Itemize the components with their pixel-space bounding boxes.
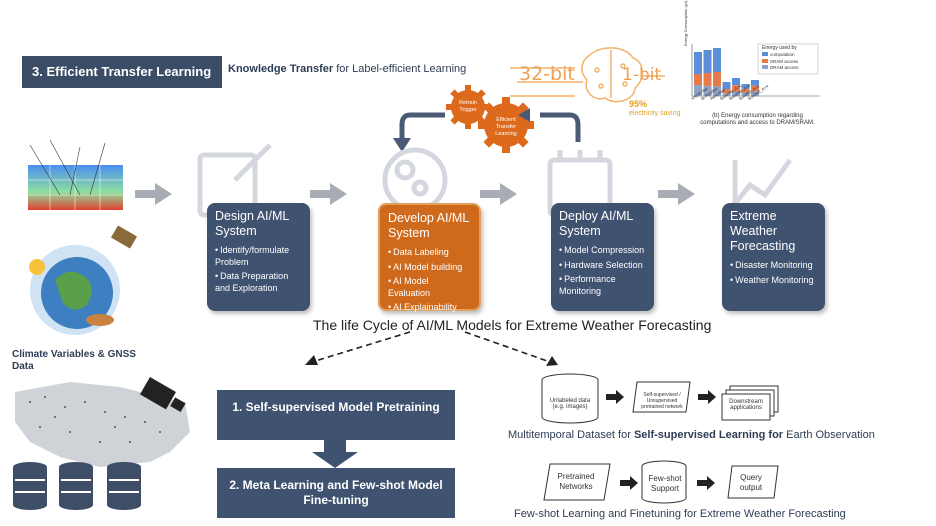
bit-1-label: 1-bit xyxy=(622,65,662,85)
saving-label: electricity saving xyxy=(629,110,681,117)
energy-bar-segment xyxy=(751,85,759,92)
energy-ylabel: Energy Consumption (μJ) xyxy=(683,0,688,46)
stage-item: Disaster Monitoring xyxy=(730,260,817,272)
stage-forecasting: Extreme Weather Forecasting Disaster Mon… xyxy=(722,203,825,311)
ssl-flow-diagram xyxy=(541,373,779,424)
stage-design: Design AI/ML System Identify/formulate P… xyxy=(207,203,310,311)
bit-32-label: 32-bit xyxy=(519,63,575,85)
lifecycle-title: The life Cycle of AI/ML Models for Extre… xyxy=(313,317,712,333)
climate-label: Climate Variables & GNSS Data xyxy=(12,349,136,372)
stage-item: AI Model building xyxy=(388,262,471,274)
energy-bar-segment xyxy=(751,80,759,86)
stage-flow-arrows xyxy=(135,183,695,205)
stage-item: Hardware Selection xyxy=(559,260,646,272)
energy-bar-segment xyxy=(694,52,702,74)
subtitle-bold: Knowledge Transfer xyxy=(228,63,334,75)
energy-bar-segment xyxy=(703,50,712,73)
earth-satellite-illustration xyxy=(29,225,138,335)
energy-bar-segment xyxy=(732,91,740,96)
energy-bar-segment xyxy=(722,82,731,89)
energy-legend: computation SRAM access DRAM access xyxy=(762,52,799,72)
energy-bar-segment xyxy=(741,92,750,96)
energy-bar-segment xyxy=(722,89,731,94)
ssl-caption-post: Earth Observation xyxy=(783,429,875,441)
energy-bar-segment xyxy=(713,72,721,87)
gear-transfer-label: Efficient Transfer Learning xyxy=(495,117,517,137)
energy-bar-segment xyxy=(703,85,712,96)
energy-bar-segment xyxy=(732,85,740,92)
energy-bar-segment xyxy=(722,93,731,96)
stage-develop: Develop AI/ML System Data Labeling AI Mo… xyxy=(378,203,481,314)
map-databases-illustration xyxy=(13,377,190,510)
energy-bar-segment xyxy=(694,85,702,96)
ssl-pretrained-network: Self-supervised / Unsupervised pretraine… xyxy=(641,392,683,410)
energy-bar-segment xyxy=(732,78,740,86)
energy-bar-segment xyxy=(713,48,721,72)
ssl-caption-bold: Self-supervised Learning for xyxy=(633,429,784,441)
legend-dram: DRAM access xyxy=(762,65,799,72)
step-pretraining: 1. Self-supervised Model Pretraining xyxy=(217,390,455,440)
stage-item: AI Model Evaluation xyxy=(388,276,471,299)
stage-design-title: Design AI/ML System xyxy=(215,209,289,238)
legend-sram: SRAM access xyxy=(762,58,799,66)
energy-bar-segment xyxy=(694,74,702,85)
stage-item: Identify/formulate Problem xyxy=(215,245,302,268)
section-title: 3. Efficient Transfer Learning xyxy=(22,56,222,88)
stage-item: Data Labeling xyxy=(388,247,471,259)
energy-bar-segment xyxy=(751,91,759,96)
stage-develop-title: Develop AI/ML System xyxy=(388,211,469,240)
fewshot-caption: Few-shot Learning and Finetuning for Ext… xyxy=(514,508,846,520)
stage-item: AI Explainability xyxy=(388,302,471,314)
ssl-downstream: Downstream applications xyxy=(729,399,763,411)
energy-bar-segment xyxy=(713,86,721,96)
ssl-caption-pre: Multitemporal Dataset for xyxy=(508,429,634,441)
feedback-arrows xyxy=(393,108,581,152)
knowledge-transfer-subtitle: Knowledge Transfer for Label-efficient L… xyxy=(228,63,466,75)
fewshot-support: Few-shot Support xyxy=(648,474,682,493)
stage-deploy: Deploy AI/ML System Model Compression Ha… xyxy=(551,203,654,311)
energy-chart xyxy=(691,43,820,97)
dashed-arrows xyxy=(305,331,558,366)
stage-deploy-title: Deploy AI/ML System xyxy=(559,209,633,238)
gnss-grid-illustration xyxy=(28,139,123,210)
subtitle-rest: for Label-efficient Learning xyxy=(333,63,467,75)
step-arrow xyxy=(312,440,358,468)
step-finetuning: 2. Meta Learning and Few-shot Model Fine… xyxy=(217,468,455,518)
stage-item: Performance Monitoring xyxy=(559,274,646,297)
brain-bit-illustration xyxy=(510,47,665,103)
gears-illustration xyxy=(446,85,534,153)
stage-item: Model Compression xyxy=(559,245,646,257)
stage-item: Data Preparation and Exploration xyxy=(215,271,302,294)
ssl-unlabeled-data: Unlabeled data (e.g. images) xyxy=(549,398,591,410)
fewshot-pretrained: Pretrained Networks xyxy=(557,472,595,491)
legend-computation: computation xyxy=(762,52,799,59)
energy-legend-title: Energy used by xyxy=(762,45,797,51)
energy-bar-segment xyxy=(741,88,750,93)
energy-bar-segment xyxy=(703,73,712,86)
fewshot-flow-diagram xyxy=(543,460,779,504)
energy-bar-segment xyxy=(741,84,750,89)
gear-retrain-label: Retrain Trigger xyxy=(459,100,477,113)
stage-forecasting-title: Extreme Weather Forecasting xyxy=(730,209,796,253)
fewshot-query: Query output xyxy=(739,473,763,492)
percent-saving: 95% xyxy=(629,99,648,109)
stage-item: Weather Monitoring xyxy=(730,275,817,287)
ssl-caption: Multitemporal Dataset for Self-supervise… xyxy=(508,429,875,441)
energy-caption: (b) Energy consumption regarding computa… xyxy=(700,113,815,126)
